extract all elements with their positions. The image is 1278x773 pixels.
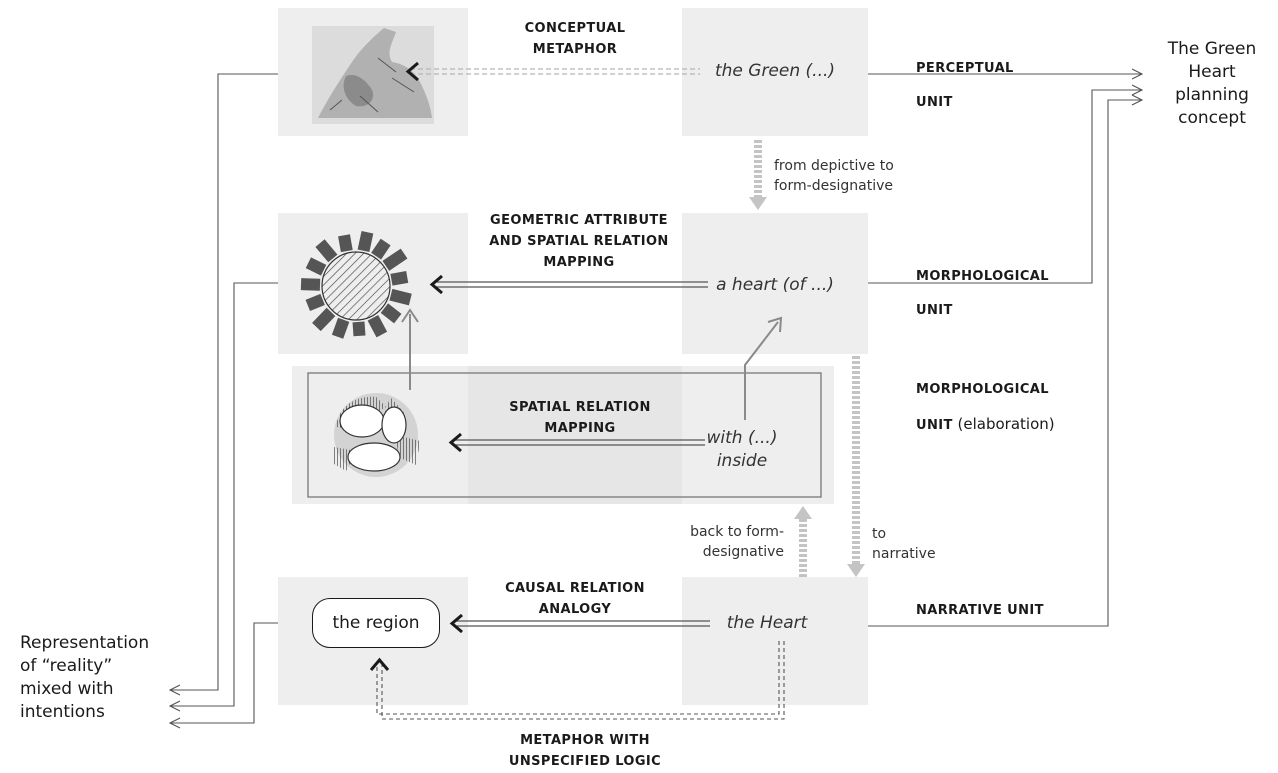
- term-with-inside: with (...) inside: [706, 428, 778, 471]
- morphological-elab-unit: UNIT: [916, 418, 953, 433]
- spatial-arrowhead: [448, 432, 462, 453]
- representation-lines: [170, 73, 278, 723]
- label-causal-analogy: CAUSAL RELATION ANALOGY: [505, 581, 645, 617]
- back-to-form-arrow: [794, 506, 812, 577]
- causal-analogy-arrow: [456, 620, 710, 627]
- geometric-arrowhead: [429, 274, 443, 295]
- morphological-elab-suffix: (elaboration): [952, 415, 1055, 433]
- map-image: [312, 26, 434, 124]
- unspecified-arrowhead: [369, 657, 390, 671]
- region-label: the region: [312, 598, 440, 648]
- box-row2-right: [682, 213, 868, 354]
- concept-title: The Green Heart planning concept: [1167, 39, 1257, 128]
- label-morphological-unit: MORPHOLOGICAL UNIT: [916, 269, 1049, 318]
- enclosed-spaces-icon: [332, 393, 420, 477]
- term-green: the Green (...): [714, 61, 836, 81]
- unit-connector-lines: [868, 74, 1142, 627]
- label-narrative-unit: NARRATIVE UNIT: [916, 603, 1044, 618]
- label-conceptual-metaphor: CONCEPTUAL METAPHOR: [524, 21, 626, 57]
- label-morphological-elaboration: MORPHOLOGICAL UNIT (elaboration): [916, 373, 1055, 443]
- causal-arrowhead: [449, 613, 463, 634]
- radial-heart-icon: [300, 230, 412, 339]
- depictive-transition-arrow: [749, 140, 767, 210]
- label-spatial-mapping: SPATIAL RELATION MAPPING: [509, 400, 651, 436]
- label-perceptual-unit: PERCEPTUAL UNIT: [916, 61, 1014, 110]
- conceptual-metaphor-arrow: [410, 68, 700, 75]
- box-row3-right: [682, 366, 834, 504]
- unspecified-logic-arrow: [376, 641, 785, 720]
- geometric-mapping-arrow: [436, 281, 708, 288]
- term-the-heart: the Heart: [726, 613, 808, 633]
- note-to-narrative: to narrative: [872, 526, 936, 562]
- label-geometric-mapping: GEOMETRIC ATTRIBUTE AND SPATIAL RELATION…: [489, 213, 669, 270]
- morphological-elab-title: MORPHOLOGICAL: [916, 382, 1049, 397]
- label-metaphor-unspecified: METAPHOR WITH UNSPECIFIED LOGIC: [508, 733, 662, 769]
- representation-label: Representation of “reality” mixed with i…: [20, 633, 150, 722]
- note-back-to-form: back to form- designative: [690, 524, 784, 560]
- box-row4-right: [682, 577, 868, 705]
- box-row1-right: [682, 8, 868, 136]
- conceptual-arrowhead: [405, 61, 419, 82]
- elaboration-arrow-right: [744, 316, 783, 420]
- to-narrative-arrow: [847, 356, 865, 577]
- elaboration-arrow-left: [401, 308, 419, 390]
- note-depictive: from depictive to form-designative: [774, 158, 894, 194]
- spatial-mapping-arrow: [455, 439, 705, 446]
- spatial-frame: [307, 372, 822, 498]
- term-heart-of: a heart (of ...): [716, 275, 834, 295]
